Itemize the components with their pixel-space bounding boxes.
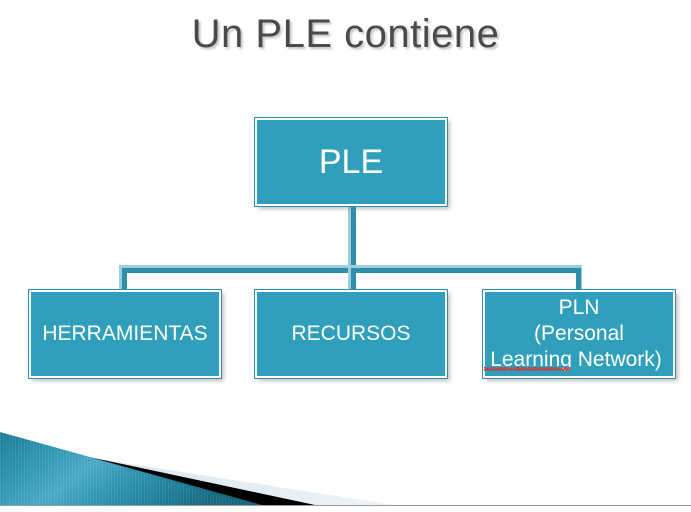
connector-drop-recursos [351,268,356,292]
decoration-horizontal-rule [0,505,691,506]
decoration-wedges-icon [0,432,395,505]
connector-drop-recursos-highlight [348,268,351,292]
slide-title: Un PLE contiene [191,12,500,56]
connector-drop-herramientas-highlight [119,265,122,292]
diagram-node-recursos[interactable]: RECURSOS [254,289,448,379]
diagram-node-pln[interactable]: PLN (Personal Learning Network) [482,289,676,379]
connector-vertical-root-highlight [348,206,351,272]
connector-drop-pln [576,268,581,292]
diagram-node-pln-label: PLN (Personal Learning Network) [485,295,673,373]
diagram-node-recursos-label: RECURSOS [291,322,411,346]
decoration-teal-wedge [0,432,262,505]
diagram-node-ple[interactable]: PLE [254,117,448,207]
connector-drop-herramientas [122,268,127,292]
pln-line-2: (Personal [534,321,624,345]
slide-decoration [0,420,691,512]
connector-vertical-root [351,206,356,272]
pln-line-3: Learning Network) [490,348,662,372]
diagram-node-ple-label: PLE [318,142,384,181]
diagram-node-herramientas[interactable]: HERRAMIENTAS [28,289,222,379]
pln-line-1: PLN [558,295,600,319]
connector-horizontal-bus-highlight [122,265,581,268]
diagram-node-herramientas-label: HERRAMIENTAS [42,322,208,346]
spellcheck-underline-icon [484,367,570,371]
